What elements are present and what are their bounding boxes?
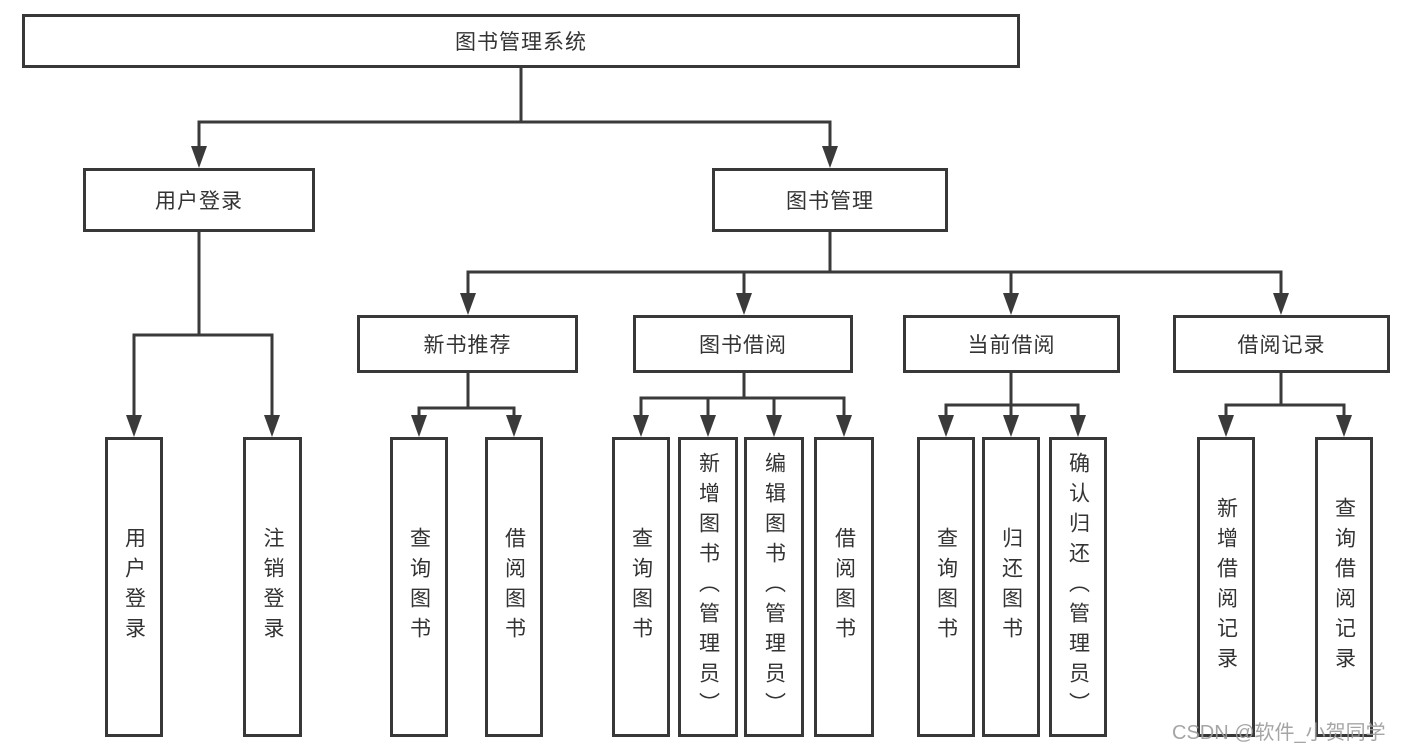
node-label: 当前借阅 [967,334,1056,357]
leaf-label: 新增图书（管理员） [696,452,720,722]
leaf-cb-confirm-return-admin: 确认归还（管理员） [1049,437,1107,737]
leaf-bb-borrow-books: 借阅图书 [814,437,874,737]
node-book-borrowing: 图书借阅 [633,315,853,373]
leaf-label: 用户登录 [122,527,146,647]
leaf-label: 查询图书 [629,527,653,647]
leaf-label: 查询借阅记录 [1332,497,1356,677]
node-current-borrowing: 当前借阅 [903,315,1120,373]
leaf-bb-edit-books-admin: 编辑图书（管理员） [744,437,804,737]
leaf-br-add-borrow-record: 新增借阅记录 [1197,437,1255,737]
node-library-management-system: 图书管理系统 [22,14,1020,68]
node-label: 图书管理 [786,190,874,213]
node-borrowing-records: 借阅记录 [1173,315,1390,373]
leaf-nb-query-books: 查询图书 [390,437,448,737]
node-label: 图书管理系统 [455,31,587,54]
node-new-book-recommendation: 新书推荐 [357,315,578,373]
leaf-label: 确认归还（管理员） [1066,452,1090,722]
leaf-bb-query-books: 查询图书 [612,437,670,737]
csdn-watermark: CSDN @软件_小贺同学 [1172,722,1386,744]
leaf-label: 归还图书 [999,527,1023,647]
node-label: 用户登录 [155,190,243,213]
leaf-cb-return-books: 归还图书 [982,437,1040,737]
leaf-label: 借阅图书 [502,527,526,647]
leaf-logout: 注销登录 [243,437,302,737]
node-label: 图书借阅 [699,334,787,357]
leaf-label: 注销登录 [261,527,284,647]
leaf-user-login: 用户登录 [105,437,163,737]
leaf-label: 查询图书 [934,527,958,647]
node-book-management: 图书管理 [712,168,948,232]
node-label: 借阅记录 [1237,334,1326,357]
node-user-login: 用户登录 [83,168,315,232]
leaf-cb-query-books: 查询图书 [917,437,975,737]
leaf-label: 查询图书 [407,527,431,647]
leaf-label: 编辑图书（管理员） [762,452,786,722]
node-label: 新书推荐 [423,334,512,357]
leaf-label: 新增借阅记录 [1214,497,1238,677]
leaf-br-query-borrow-record: 查询借阅记录 [1315,437,1373,737]
leaf-nb-borrow-books: 借阅图书 [485,437,543,737]
leaf-bb-add-books-admin: 新增图书（管理员） [678,437,738,737]
leaf-label: 借阅图书 [832,527,856,647]
